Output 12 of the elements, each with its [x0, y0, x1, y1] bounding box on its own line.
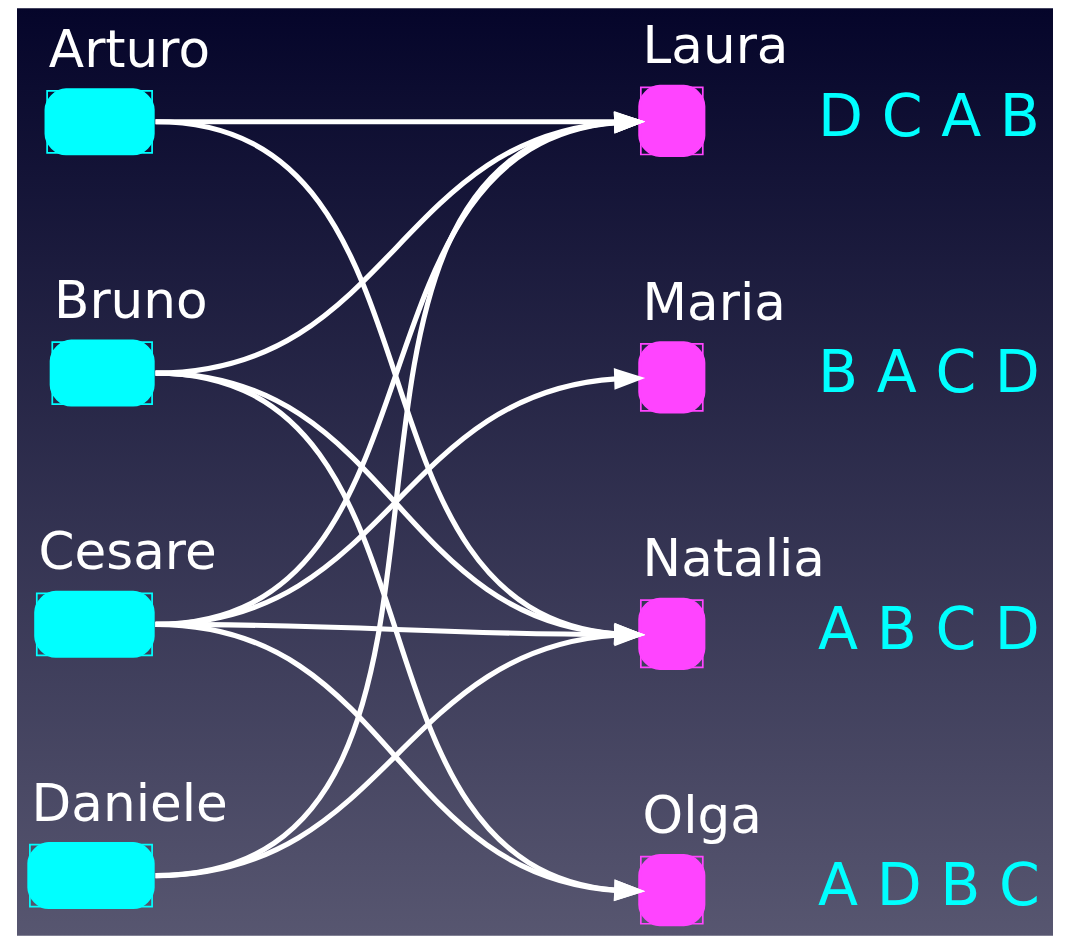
node-label: Laura — [642, 15, 788, 76]
node-label: Bruno — [53, 269, 208, 330]
node-label: A D B C — [817, 851, 1040, 920]
node-label: Natalia — [642, 528, 825, 589]
node-label: Maria — [642, 271, 786, 332]
node-label: Cesare — [38, 521, 217, 582]
node-label: A B C D — [817, 594, 1040, 663]
node-label: D C A B — [817, 81, 1040, 150]
node-label: Arturo — [48, 18, 210, 79]
node-label: B A C D — [817, 338, 1040, 407]
node-label: Daniele — [31, 772, 228, 833]
node-label: Olga — [642, 784, 762, 845]
